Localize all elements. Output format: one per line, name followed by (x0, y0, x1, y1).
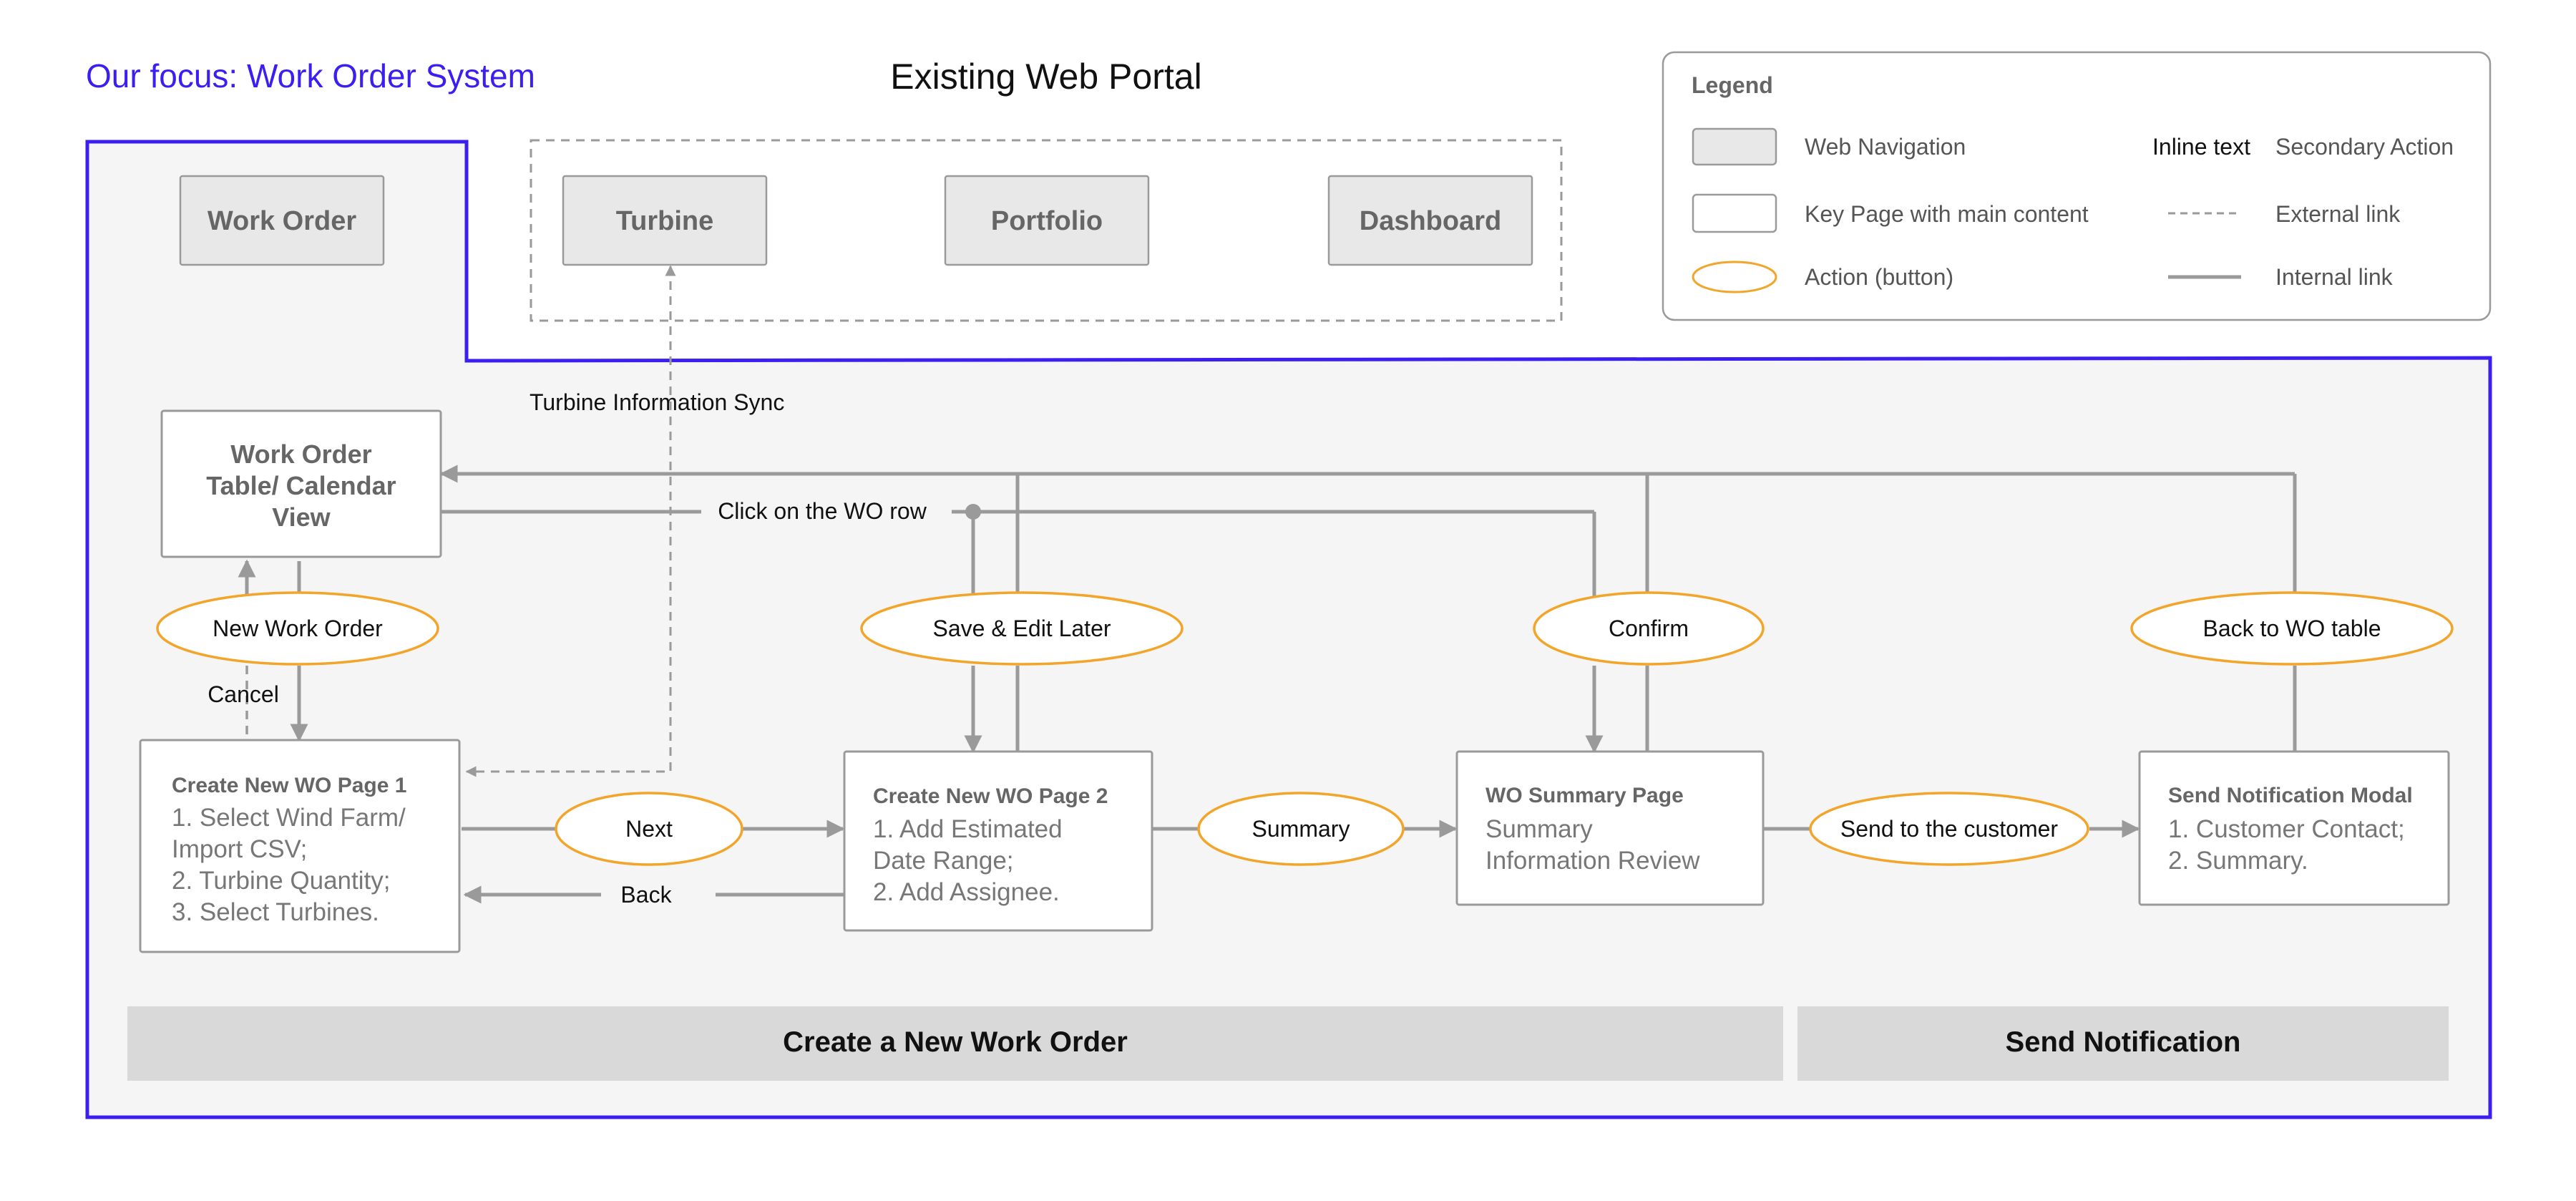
nav-work-order[interactable]: Work Order (179, 175, 385, 266)
wo-page2-line2: Date Range; (873, 847, 1014, 875)
notification-line2: 2. Summary. (2168, 847, 2308, 875)
wo-page1-title: Create New WO Page 1 (172, 774, 406, 797)
notification-line1: 1. Customer Contact; (2168, 815, 2405, 843)
section-create-new-work-order: Create a New Work Order (127, 1006, 1783, 1081)
action-back-to-wo-table-label: Back to WO table (2203, 616, 2381, 641)
wo-table-title-line1: Work Order (230, 439, 371, 469)
action-confirm-label: Confirm (1609, 616, 1689, 641)
wo-page1-line4: 3. Select Turbines. (172, 898, 379, 926)
portal-title: Existing Web Portal (890, 57, 1201, 97)
focus-region (85, 140, 2492, 1119)
legend-web-navigation: Web Navigation (1805, 134, 1966, 160)
page-create-wo-2[interactable]: Create New WO Page 2 1. Add Estimated Da… (843, 750, 1153, 932)
nav-work-order-label: Work Order (208, 206, 357, 236)
legend-key-page: Key Page with main content (1805, 201, 2089, 227)
legend-external-link: External link (2275, 201, 2401, 227)
action-new-work-order-label: New Work Order (213, 616, 383, 641)
wo-page1-line3: 2. Turbine Quantity; (172, 867, 390, 895)
action-new-work-order[interactable]: New Work Order (156, 591, 439, 666)
page-wo-table[interactable]: Work Order Table/ Calendar View (160, 409, 442, 558)
nav-turbine[interactable]: Turbine (562, 175, 768, 266)
section-send-notification: Send Notification (1797, 1006, 2449, 1081)
cancel-label[interactable]: Cancel (208, 681, 279, 707)
action-send-to-customer[interactable]: Send to the customer (1809, 792, 2089, 866)
legend: Legend Web Navigation Key Page with main… (1662, 51, 2492, 321)
nav-dashboard[interactable]: Dashboard (1327, 175, 1533, 266)
legend-action: Action (button) (1805, 264, 1953, 290)
action-back-to-wo-table[interactable]: Back to WO table (2130, 591, 2454, 666)
page-send-notification[interactable]: Send Notification Modal 1. Customer Cont… (2138, 750, 2450, 906)
notification-title: Send Notification Modal (2168, 784, 2413, 807)
page-wo-summary[interactable]: WO Summary Page Summary Information Revi… (1455, 750, 1765, 906)
legend-internal-link: Internal link (2275, 264, 2394, 290)
wo-page1-line1: 1. Select Wind Farm/ (172, 804, 406, 832)
section-notify-label: Send Notification (2006, 1026, 2241, 1058)
wo-table-title-line3: View (272, 502, 331, 532)
focus-title: Our focus: Work Order System (86, 57, 535, 94)
legend-page-swatch (1692, 193, 1777, 233)
wo-summary-line2: Information Review (1485, 847, 1700, 875)
back-label[interactable]: Back (620, 882, 672, 908)
wo-page2-line3: 2. Add Assignee. (873, 878, 1060, 906)
action-save-edit-later-label: Save & Edit Later (932, 616, 1111, 641)
wo-table-title-line2: Table/ Calendar (206, 471, 396, 500)
action-summary-label: Summary (1252, 816, 1350, 842)
action-confirm[interactable]: Confirm (1533, 591, 1765, 666)
action-send-to-customer-label: Send to the customer (1840, 816, 2059, 842)
legend-action-swatch (1692, 261, 1777, 293)
wo-summary-line1: Summary (1485, 815, 1593, 843)
legend-secondary-action: Secondary Action (2275, 134, 2454, 160)
connectors (238, 265, 2297, 904)
nav-dashboard-label: Dashboard (1360, 206, 1501, 236)
wo-page1-line2: Import CSV; (172, 835, 307, 863)
section-create-label: Create a New Work Order (783, 1026, 1128, 1058)
action-summary[interactable]: Summary (1197, 792, 1405, 866)
nav-portfolio-label: Portfolio (991, 206, 1103, 236)
turbine-sync-label: Turbine Information Sync (530, 389, 784, 415)
nav-turbine-label: Turbine (616, 206, 714, 236)
action-next-label: Next (625, 816, 673, 842)
legend-nav-swatch (1692, 127, 1777, 166)
wo-page2-title: Create New WO Page 2 (873, 784, 1108, 808)
action-save-edit-later[interactable]: Save & Edit Later (860, 591, 1184, 666)
wo-page2-line1: 1. Add Estimated (873, 815, 1063, 843)
legend-title: Legend (1692, 72, 1773, 98)
wo-summary-title: WO Summary Page (1485, 784, 1684, 807)
page-create-wo-1[interactable]: Create New WO Page 1 1. Select Wind Farm… (139, 739, 461, 953)
nav-portfolio[interactable]: Portfolio (944, 175, 1150, 266)
click-row-label: Click on the WO row (718, 498, 927, 524)
action-next[interactable]: Next (555, 792, 743, 866)
row-click-junction (965, 504, 981, 520)
legend-inline-text-sample: Inline text (2152, 134, 2250, 160)
